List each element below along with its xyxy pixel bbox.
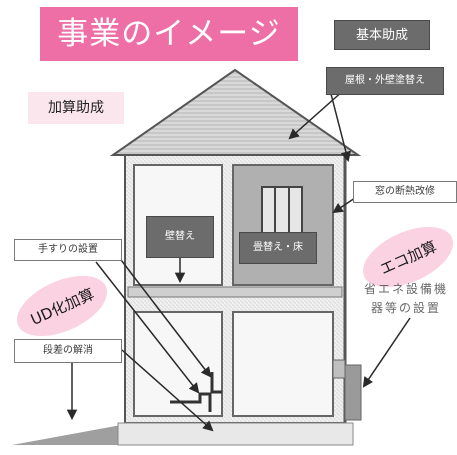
equipment-unit xyxy=(344,364,362,421)
kasan-josei-label: 加算助成 xyxy=(28,92,124,124)
step-removal-label: 段差の解消 xyxy=(14,339,122,363)
arrow-step xyxy=(121,349,214,432)
lower-room-right xyxy=(232,311,334,417)
arrow-wall xyxy=(329,89,351,163)
stair-step xyxy=(170,392,212,412)
arrow-equipment xyxy=(362,317,411,388)
handrail-bar xyxy=(210,372,222,394)
room-left-label: 壁替え xyxy=(146,216,214,258)
roof-wall-label: 屋根・外壁塗替え xyxy=(326,67,444,95)
roof xyxy=(109,68,362,156)
arrow-handrail-2 xyxy=(95,261,200,394)
ground-slope xyxy=(12,423,132,445)
handrail-label: 手すりの設置 xyxy=(14,239,122,261)
window xyxy=(261,186,303,236)
arrow-handrail xyxy=(117,255,212,378)
window-insulation-label: 窓の断熱改修 xyxy=(353,181,457,203)
kihon-josei-label: 基本助成 xyxy=(334,20,430,50)
arrow-window xyxy=(332,197,356,214)
room-right-label: 畳替え・床 xyxy=(239,232,317,264)
arrow-roof xyxy=(288,89,345,140)
ground xyxy=(117,422,354,446)
diagram-title: 事業のイメージ xyxy=(40,7,298,61)
energy-saving-label: 省エネ設備機器等の設置 xyxy=(363,282,448,315)
floor-divider xyxy=(127,286,343,298)
